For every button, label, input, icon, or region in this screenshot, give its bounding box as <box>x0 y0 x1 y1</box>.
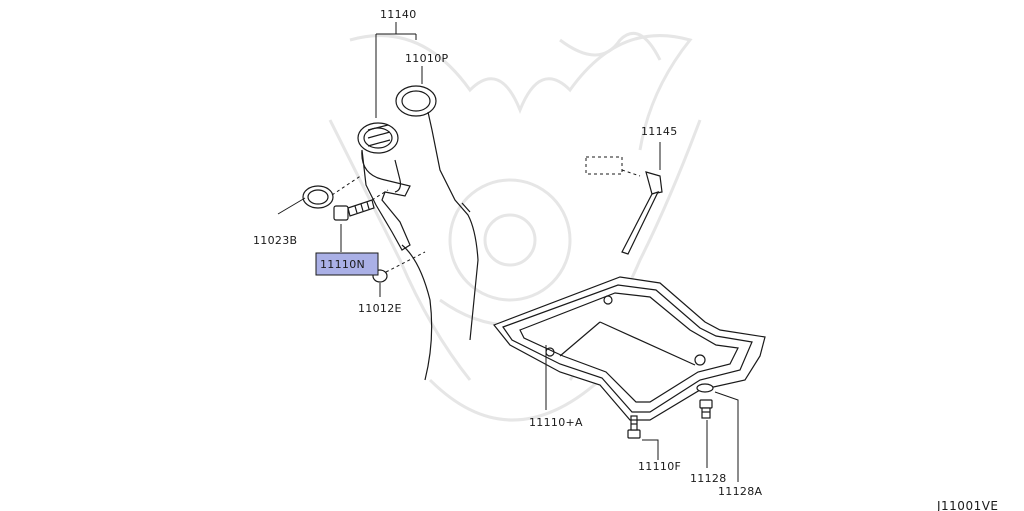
label-11012e[interactable]: 11012E <box>358 302 402 315</box>
bolt-11110n[interactable] <box>333 199 375 221</box>
oil-level-sensor[interactable] <box>585 142 663 255</box>
label-11145[interactable]: 11145 <box>641 125 678 138</box>
leader-lines <box>277 22 423 297</box>
label-11110n-highlighted[interactable]: 11110N <box>315 252 379 276</box>
bolt-11110f[interactable] <box>627 415 659 460</box>
label-11110f[interactable]: 11110F <box>638 460 681 473</box>
o-ring-11023b[interactable] <box>302 185 334 209</box>
oil-level-gauge-guide[interactable] <box>357 122 433 381</box>
label-11110a[interactable]: 11110+A <box>529 416 583 429</box>
label-11110n[interactable]: 11110N <box>320 258 365 271</box>
label-11023b[interactable]: 11023B <box>253 234 297 247</box>
label-11010p[interactable]: 11010P <box>405 52 448 65</box>
oil-dipstick[interactable] <box>395 85 479 341</box>
oil-pan[interactable] <box>493 276 766 421</box>
label-11128a[interactable]: 11128A <box>718 485 762 498</box>
dashed-leaders <box>331 174 426 273</box>
label-11140[interactable]: 11140 <box>380 8 417 21</box>
diagram-code: J11001VE <box>936 499 999 511</box>
label-11128[interactable]: 11128 <box>690 472 727 485</box>
drain-plug[interactable] <box>696 383 739 482</box>
